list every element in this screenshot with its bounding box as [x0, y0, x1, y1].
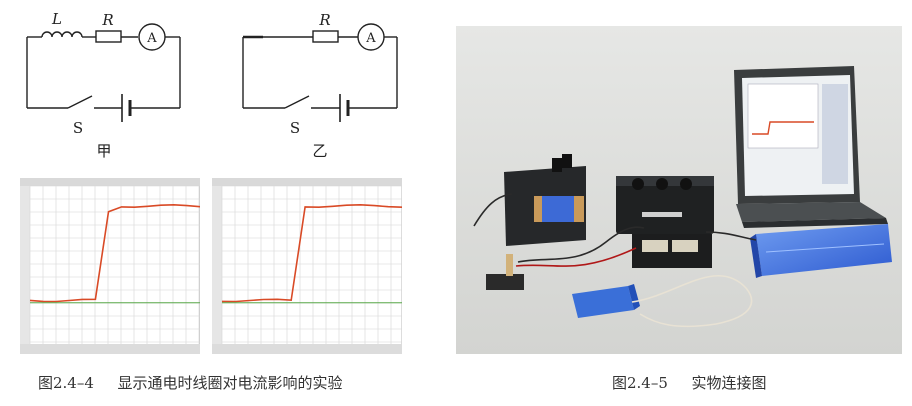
ammeter-label: A [146, 31, 157, 46]
data-collector-icon [750, 224, 892, 278]
graph-grid [221, 185, 402, 344]
inductor-symbol [41, 31, 83, 38]
graph-footer [20, 344, 200, 354]
circuit-yi: R A S 乙 [242, 11, 398, 160]
resistor-label: R [101, 11, 113, 29]
graph-footer [212, 344, 402, 354]
switch-label: S [73, 119, 83, 137]
coil-stand-icon [504, 154, 586, 246]
graph-axis-strip [20, 186, 30, 344]
figure-caption-right: 图2.4–5 实物连接图 [612, 372, 766, 393]
ammeter-label: A [365, 31, 376, 46]
current-graph-yi [212, 178, 402, 354]
switch-symbol [284, 95, 310, 109]
figure-text: 显示通电时线圈对电流影响的实验 [117, 374, 343, 392]
graph-axis-strip [212, 186, 222, 344]
graph-frame [212, 178, 402, 354]
figure-text: 实物连接图 [691, 374, 767, 392]
current-graph-jia [20, 178, 200, 354]
power-supply-icon [616, 176, 714, 234]
figure-caption-left: 图2.4–4 显示通电时线圈对电流影响的实验 [38, 372, 342, 393]
resistor-label: R [318, 11, 330, 29]
switch-device-icon [486, 254, 524, 290]
graph-header [20, 178, 200, 186]
apparatus-photo [456, 26, 902, 354]
current-trace [221, 203, 402, 303]
circuit-name: 乙 [312, 142, 327, 160]
graph-grid [29, 185, 200, 344]
graph-frame [20, 178, 200, 354]
circuit-name: 甲 [96, 142, 111, 160]
circuit-jia: L R A S 甲 [26, 10, 181, 160]
figure-number: 图2.4–4 [38, 374, 94, 392]
battery-pack-icon [632, 234, 712, 268]
connecting-wires [473, 193, 757, 328]
figure-number: 图2.4–5 [612, 374, 668, 392]
resistor-symbol [312, 30, 339, 43]
current-trace [29, 203, 200, 303]
current-sensor-icon [572, 284, 640, 318]
inductor-label: L [51, 10, 62, 28]
switch-symbol [67, 95, 93, 109]
graph-header [212, 178, 402, 186]
resistor-symbol [95, 30, 122, 43]
switch-label: S [290, 119, 300, 137]
laptop-icon [734, 66, 888, 228]
